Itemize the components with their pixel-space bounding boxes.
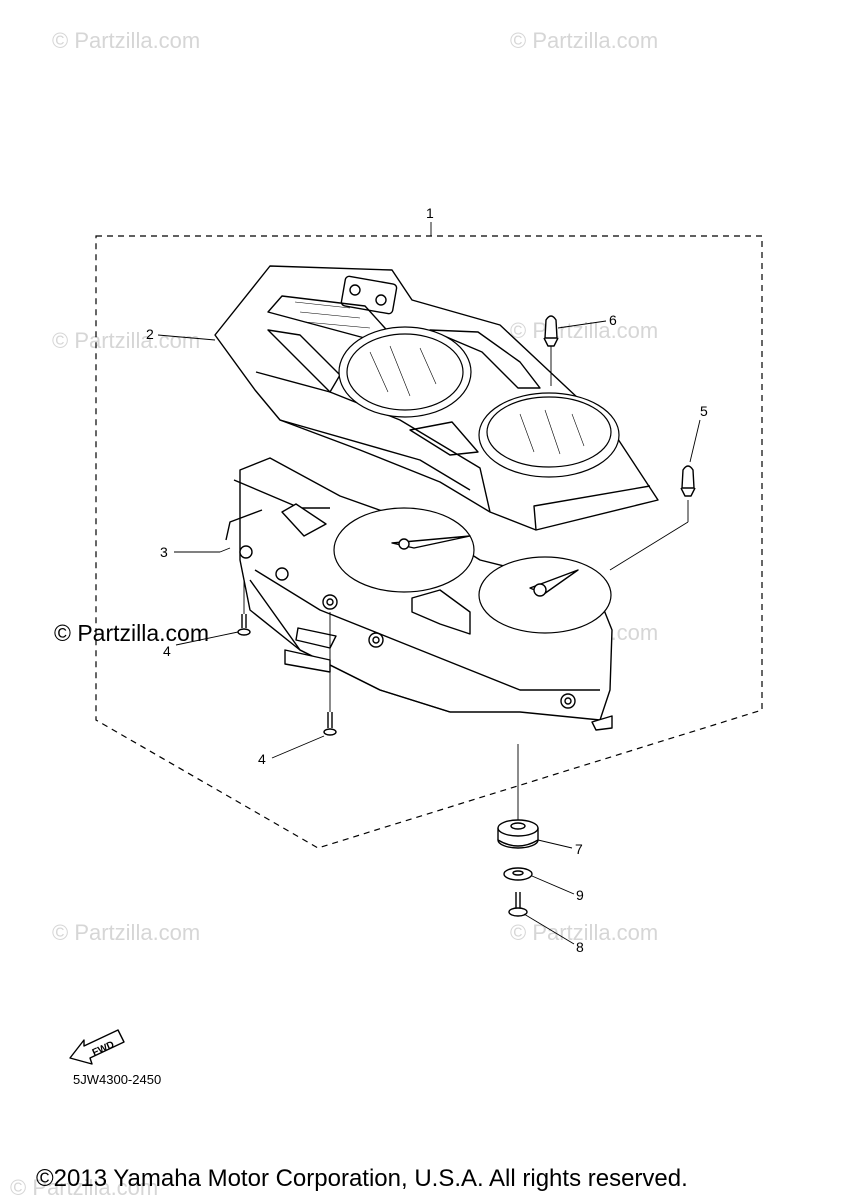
leader-line: [689, 419, 701, 463]
watermark: © Partzilla.com: [52, 328, 200, 353]
meter-case: [225, 457, 613, 731]
leader-line: [523, 913, 575, 945]
watermark: © Partzilla.com: [510, 28, 658, 53]
watermark: © Partzilla.com: [510, 920, 658, 945]
callout-2: 2: [146, 326, 154, 342]
leader-line: [531, 875, 575, 895]
leader-line: [219, 547, 231, 553]
watermark-strong: © Partzilla.com: [54, 620, 209, 646]
screw-part-4-upper: [237, 580, 251, 636]
collar-part-9: [503, 867, 533, 881]
callout-8: 8: [576, 939, 584, 955]
meter-cover: [214, 265, 659, 531]
fwd-arrow-icon: FWD: [69, 1029, 125, 1065]
screw-part-4-lower: [323, 612, 337, 736]
watermark: © Partzilla.com: [10, 1175, 158, 1200]
callout-9: 9: [576, 887, 584, 903]
assembly-boundary: [95, 235, 763, 849]
watermark: © Partzilla.com: [52, 28, 200, 53]
callout-6: 6: [609, 312, 617, 328]
callout-1: 1: [426, 205, 434, 221]
bulb-part-6: [543, 315, 559, 386]
screw-part-8: [508, 892, 528, 917]
watermark: © Partzilla.com: [510, 318, 658, 343]
callout-5: 5: [700, 403, 708, 419]
bulb-part-5: [609, 465, 696, 571]
callout-7: 7: [575, 841, 583, 857]
callout-4-upper: 4: [163, 643, 171, 659]
leader-line: [271, 735, 325, 759]
leader-line: [557, 320, 607, 329]
damper-part-7: [497, 819, 539, 849]
drawing-code: 5JW4300-2450: [73, 1072, 161, 1087]
copyright-notice: ©2013 Yamaha Motor Corporation, U.S.A. A…: [36, 1165, 688, 1192]
callout-4-lower: 4: [258, 751, 266, 767]
callout-3: 3: [160, 544, 168, 560]
leader-line: [157, 334, 216, 341]
leader-line: [537, 839, 573, 849]
leader-line: [175, 631, 239, 646]
watermark: © Partzilla.com: [52, 920, 200, 945]
